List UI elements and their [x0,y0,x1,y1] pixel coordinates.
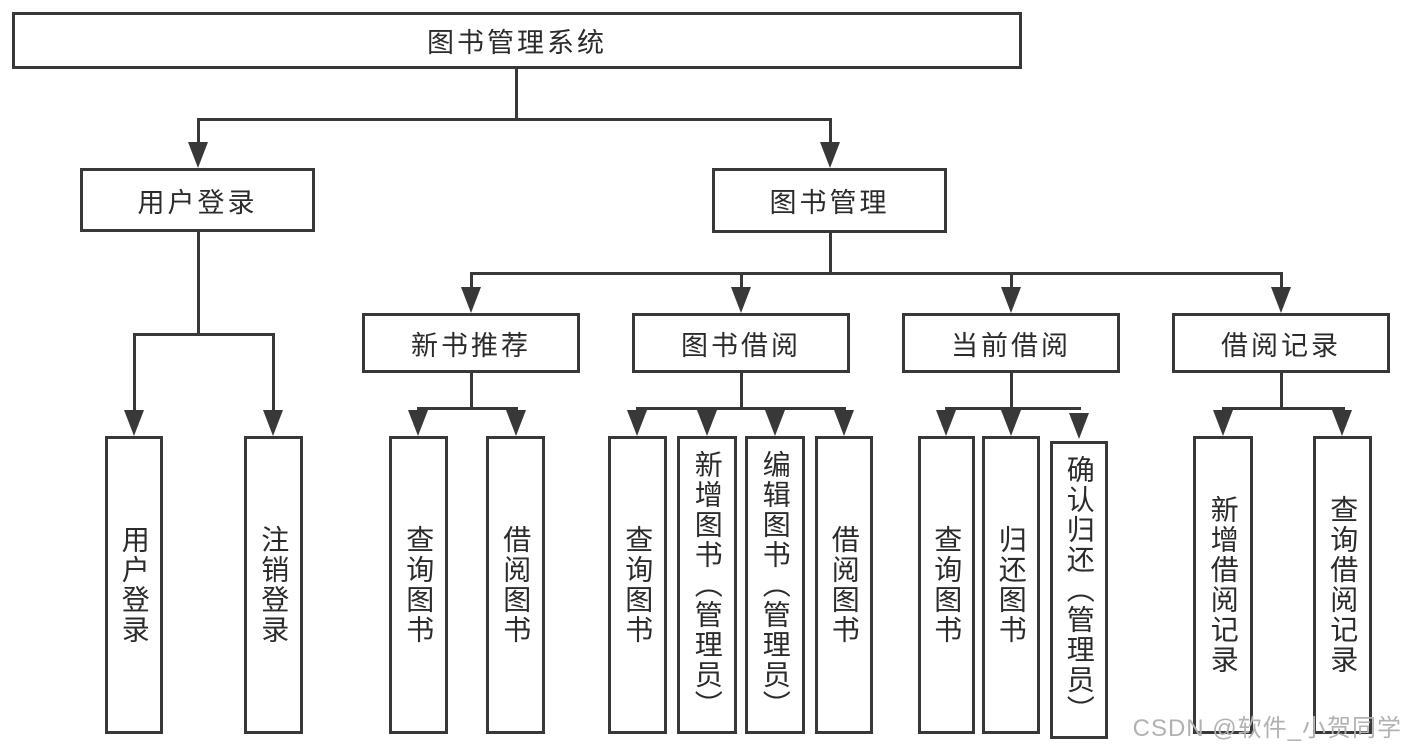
arrowhead-current-borrow [1001,287,1021,313]
connector-br-stem [1280,373,1283,410]
arrowhead-bb-query [627,410,647,436]
leaf-label: 注销登录 [258,525,290,645]
node-label: 图书借阅 [681,330,801,361]
connector-arm-current-borrow [1010,272,1013,289]
node-current-borrow: 当前借阅 [902,313,1120,373]
arrowhead-book-borrow [731,287,751,313]
leaf-label: 查询图书 [931,525,963,645]
arrowhead-new-books [461,287,481,313]
leaf-cb-query-books: 查询图书 [918,436,975,734]
node-label: 新书推荐 [411,330,531,361]
leaf-cb-return-books: 归还图书 [982,436,1040,734]
arrowhead-ul-login [124,410,144,436]
connector-br-bar [1222,407,1345,410]
node-borrow-records: 借阅记录 [1172,313,1390,373]
leaf-nb-query-books: 查询图书 [389,436,448,734]
node-book-borrow: 图书借阅 [632,313,850,373]
leaf-label: 新增图书（管理员） [691,450,723,720]
leaf-label: 查询图书 [622,525,654,645]
connector-arm-book-mgmt [829,118,832,146]
leaf-label: 归还图书 [995,525,1027,645]
connector-arm-borrow-records [1280,272,1283,289]
connector-root-bar [197,118,832,121]
connector-bm-stem [829,233,832,275]
connector-nb-bar [417,407,518,410]
node-label: 图书管理 [769,188,890,218]
leaf-br-add-record: 新增借阅记录 [1193,436,1253,734]
arrowhead-cb-confirm [1069,413,1089,439]
node-root-system: 图书管理系统 [12,12,1022,69]
leaf-br-query-record: 查询借阅记录 [1313,436,1372,734]
leaf-user-login: 用户登录 [105,436,163,734]
arrowhead-borrow-records [1271,287,1291,313]
arrowhead-bb-edit [765,410,785,436]
leaf-label: 用户登录 [118,525,150,645]
connector-arm-ul-login [133,333,136,412]
connector-ul-bar [133,333,275,336]
leaf-label: 编辑图书（管理员） [759,450,791,720]
arrowhead-cb-return [1001,410,1021,436]
leaf-logout: 注销登录 [244,436,303,734]
connector-cb-bar [945,407,1081,410]
arrowhead-bb-add [697,410,717,436]
arrowhead-book-mgmt [820,142,840,168]
connector-arm-new-books [470,272,473,289]
leaf-bb-query-books: 查询图书 [608,436,667,734]
connector-arm-ul-logout [272,333,275,412]
node-label: 用户登录 [137,187,258,218]
node-user-login: 用户登录 [80,168,315,232]
arrowhead-cb-query [936,410,956,436]
connector-bb-bar [636,407,846,410]
connector-bm-bar [470,272,1283,275]
node-new-book-recommend: 新书推荐 [362,313,580,373]
arrowhead-ul-logout [263,410,283,436]
connector-nb-stem [470,373,473,410]
node-book-management: 图书管理 [712,168,947,233]
leaf-cb-confirm-return-admin: 确认归还（管理员） [1050,441,1108,739]
leaf-bb-add-books-admin: 新增图书（管理员） [677,436,737,734]
leaf-label: 新增借阅记录 [1207,495,1239,675]
arrowhead-nb-borrow [506,410,526,436]
leaf-label: 借阅图书 [500,525,532,645]
node-label: 图书管理系统 [427,28,607,58]
arrowhead-bb-borrow [834,410,854,436]
arrowhead-user-login [188,142,208,168]
leaf-nb-borrow-books: 借阅图书 [486,436,545,734]
csdn-watermark: CSDN @软件_小贺同学 [1132,715,1402,742]
leaf-label: 查询借阅记录 [1327,495,1359,675]
connector-arm-book-borrow [740,272,743,289]
leaf-bb-borrow-books: 借阅图书 [815,436,873,734]
leaf-label: 查询图书 [403,525,435,645]
leaf-label: 借阅图书 [828,525,860,645]
arrowhead-br-query [1332,410,1352,436]
leaf-bb-edit-books-admin: 编辑图书（管理员） [745,436,805,734]
connector-root-stem [515,68,518,120]
arrowhead-nb-query [408,410,428,436]
connector-ul-stem [197,232,200,336]
node-label: 借阅记录 [1221,330,1341,361]
connector-bb-stem [740,373,743,410]
node-label: 当前借阅 [951,330,1071,361]
leaf-label: 确认归还（管理员） [1063,455,1095,725]
connector-cb-stem [1010,373,1013,410]
connector-arm-user-login [197,118,200,146]
arrowhead-br-add [1213,410,1233,436]
